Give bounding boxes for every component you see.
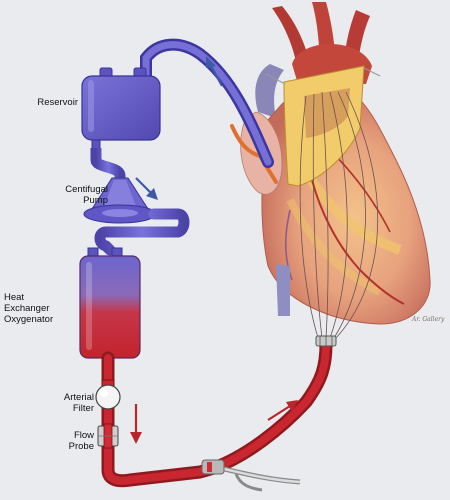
probe-label: Flow Probe [40,430,94,452]
probe-label-line1: Flow [73,430,94,441]
reservoir [81,67,161,151]
flow-arrow-icon [267,400,298,421]
suture-tourniquet [315,335,337,347]
filter-label-line2: Filter [72,403,94,414]
reservoir-label-text: Reservoir [37,97,78,108]
flow-arrow-icon [130,404,142,444]
pump-label-line1: Centifugal [65,184,108,195]
flow-arrow-icon [206,56,223,87]
sutures [299,91,379,339]
reservoir-to-pump-line [90,148,126,182]
flow-arrow-icon [135,177,158,200]
heat-exchanger-oxygenator [79,247,141,359]
oxygenator-label-line1: Heat [4,292,25,303]
oxygenator-label: Heat Exchanger Oxygenator [4,292,76,325]
arterial-filter [95,379,121,410]
heart [230,2,431,339]
oxygenator-label-line2: Exchanger [4,303,50,314]
pump-label-line2: Pump [83,195,108,206]
aortic-lumen [304,88,350,138]
reservoir-label: Reservoir [18,97,78,108]
filter-label-line1: Arterial [63,392,94,403]
svc-vessel [255,64,284,118]
pump-label: Centifugal Pump [10,184,108,206]
ivc-vessel [276,264,290,316]
probe-label-line2: Probe [68,441,94,452]
pump-to-oxygenator-line [94,208,190,256]
artist-signature: Ar. Gallery [412,316,445,323]
oxygenator-label-line3: Oxygenator [4,314,54,325]
flow-probe [97,423,119,449]
y-connector [201,459,225,475]
filter-label: Arterial Filter [40,392,94,414]
